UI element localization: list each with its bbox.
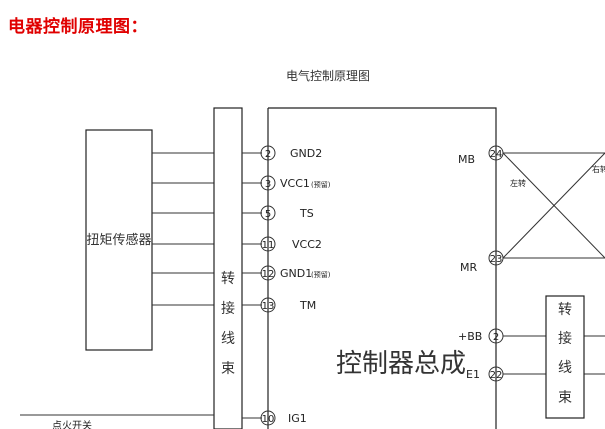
svg-text:11: 11 [262,240,275,251]
svg-text:TM: TM [299,299,316,312]
svg-text:TS: TS [299,207,314,220]
torque-sensor-label: 扭矩传感器 [86,232,151,248]
diagram-caption: 电气控制原理图 [286,68,370,83]
svg-text:左转: 左转 [510,178,526,188]
svg-text:接: 接 [221,300,235,317]
harness-wires [242,152,262,419]
svg-text:转: 转 [558,302,572,318]
pin-vcc2: 11 VCC2 [260,236,322,252]
svg-text:VCC1: VCC1 [280,177,310,190]
pin-vcc1: 3 VCC1 (预留) [260,175,331,191]
svg-text:MR: MR [460,261,477,274]
svg-text:GND1: GND1 [280,267,312,280]
controller-label: 控制器总成 [336,349,466,379]
svg-text:(预留): (预留) [311,270,331,279]
svg-text:2: 2 [265,149,271,160]
motor-relay-box: 左转 右转 [502,152,605,259]
pin-bb: +BB 2 [458,328,504,344]
ignition-switch: 点火开关 [20,414,214,429]
svg-text:12: 12 [262,269,275,280]
svg-text:5: 5 [265,209,271,220]
svg-text:MB: MB [458,153,475,166]
pin-ig1: 10 IG1 [260,410,307,426]
pin-tm: 13 TM [260,297,316,313]
harness-left-label: 转 接 线 束 [221,271,235,377]
controller-outline [268,107,497,429]
svg-text:E1: E1 [466,368,480,381]
svg-text:线: 线 [558,360,572,376]
torque-sensor-box [85,129,153,351]
svg-text:+BB: +BB [458,330,482,343]
svg-text:束: 束 [221,361,235,377]
pin-gnd1: 12 GND1 (预留) [260,265,331,281]
svg-text:线: 线 [221,331,235,347]
svg-text:转: 转 [221,271,235,287]
harness-left-box [213,107,243,429]
svg-text:右转: 右转 [592,164,605,174]
svg-text:束: 束 [558,390,572,406]
svg-text:VCC2: VCC2 [292,238,322,251]
svg-text:24: 24 [490,149,503,160]
pin-e1: E1 22 [466,366,504,382]
svg-text:23: 23 [490,254,503,265]
svg-text:IG1: IG1 [288,412,307,425]
page-title: 电器控制原理图： [8,17,148,37]
svg-text:(预留): (预留) [311,180,331,189]
svg-text:接: 接 [558,330,572,347]
svg-text:点火开关: 点火开关 [52,419,92,429]
svg-text:10: 10 [262,414,275,425]
svg-text:22: 22 [490,370,503,381]
svg-text:2: 2 [493,332,499,343]
pin-ts: 5 TS [260,205,314,221]
harness-right: 转 接 线 束 [503,295,605,419]
pin-gnd2: 2 GND2 [260,145,322,161]
svg-text:13: 13 [262,301,275,312]
sensor-wires [152,152,214,306]
svg-text:3: 3 [265,179,271,190]
svg-text:GND2: GND2 [290,147,322,160]
